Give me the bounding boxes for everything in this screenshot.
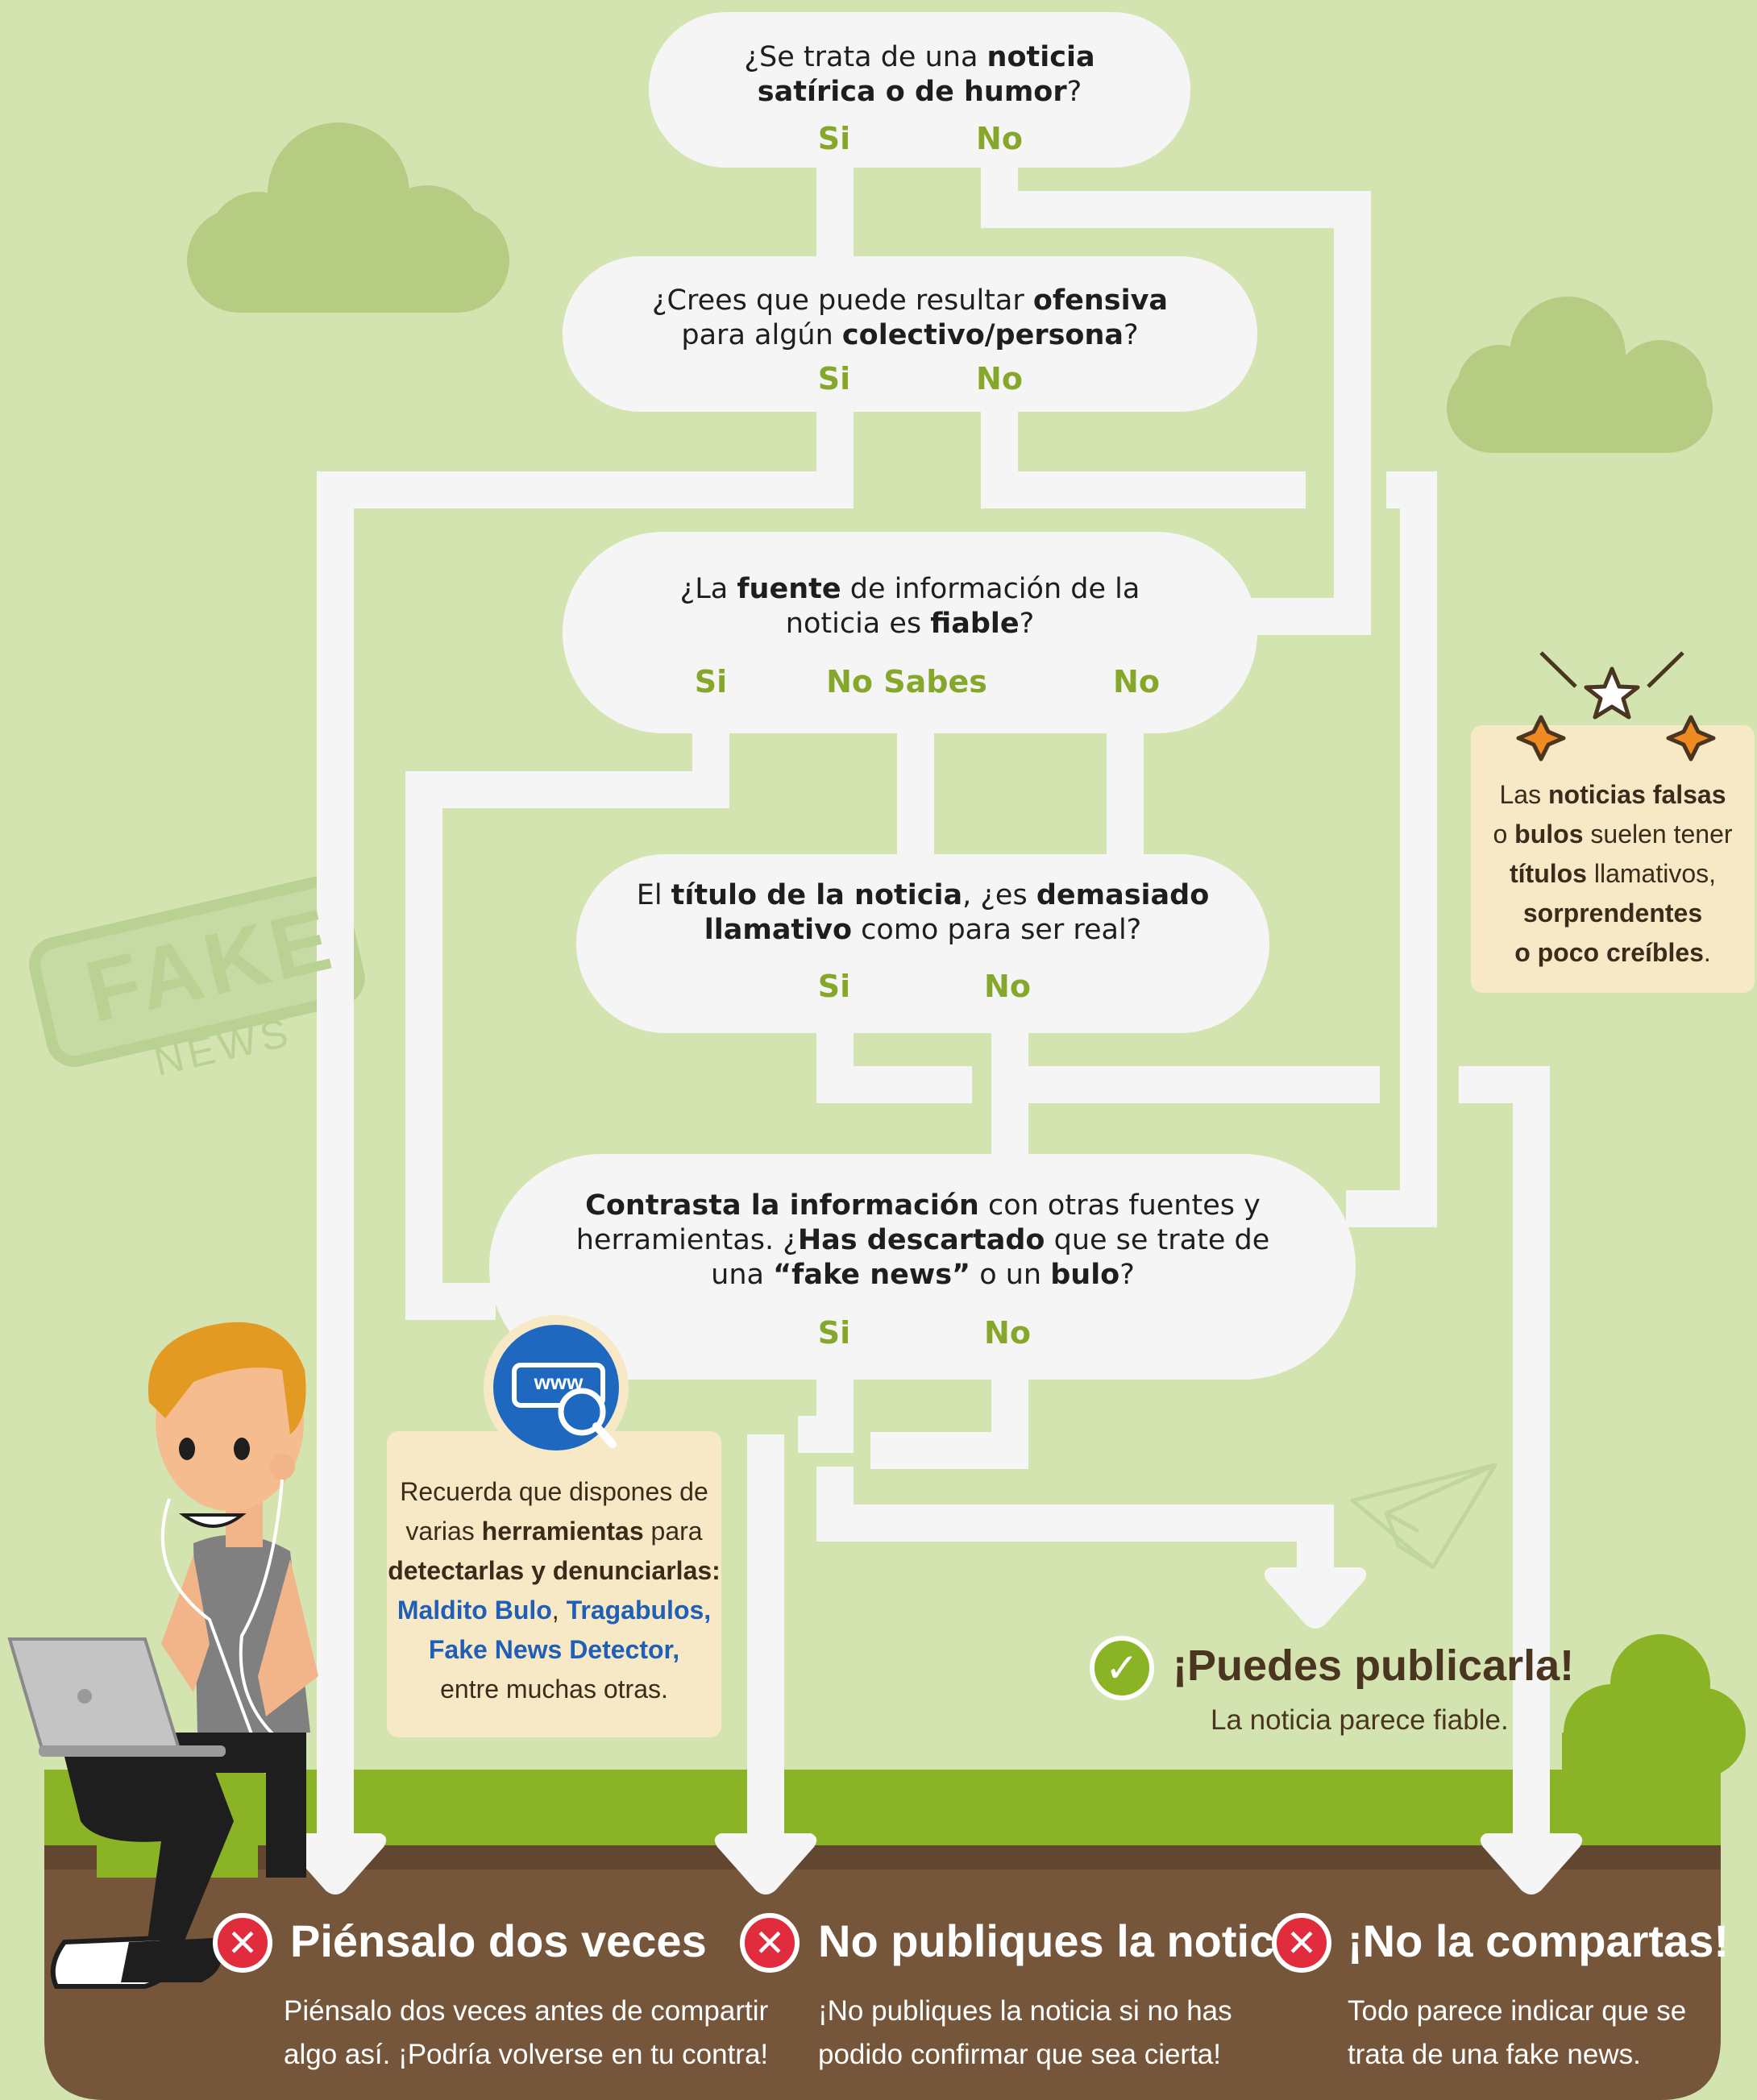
result-think-title: Piénsalo dos veces — [290, 1915, 707, 1966]
option-offensive-no[interactable]: No — [976, 361, 1023, 396]
soil — [44, 1845, 1721, 2100]
result-dont-share-desc: Todo parece indicar que se trata de una … — [1348, 1995, 1687, 2070]
paper-plane-icon — [1350, 1463, 1497, 1570]
cloud-right — [1447, 297, 1713, 453]
tool-link-maldito-bulo[interactable]: Maldito Bulo — [397, 1596, 552, 1625]
check-icon: ✓ — [1090, 1636, 1154, 1700]
option-contrast-no[interactable]: No — [984, 1315, 1031, 1351]
question-headline: El título de la noticia, ¿es demasiado l… — [636, 879, 1210, 946]
option-headline-no[interactable]: No — [984, 969, 1031, 1004]
option-source-unknown[interactable]: No Sabes — [826, 664, 987, 699]
result-publish-desc: La noticia parece fiable. — [1211, 1704, 1509, 1736]
option-offensive-yes[interactable]: Si — [817, 361, 851, 396]
result-publish-title: ¡Puedes publicarla! — [1173, 1641, 1575, 1690]
question-pills — [489, 12, 1356, 1380]
result-dont-publish-desc: ¡No publiques la noticia si no has podid… — [818, 1995, 1232, 2070]
tools-note-box — [387, 1315, 721, 1737]
close-icon: ✕ — [213, 1913, 272, 1973]
question-satire: ¿Se trata de una noticia satírica o de h… — [744, 41, 1095, 108]
flow-paths — [317, 153, 1550, 1861]
option-satire-yes[interactable]: Si — [817, 121, 851, 156]
close-icon: ✕ — [1272, 1913, 1331, 1973]
flow-arrows — [284, 1567, 1583, 1895]
question-offensive: ¿Crees que puede resultar ofensiva para … — [651, 284, 1169, 351]
side-note-box — [1471, 651, 1755, 993]
person-illustration — [7, 1322, 318, 1989]
question-source: ¿La fuente de información de la noticia … — [679, 573, 1140, 640]
tool-link-tragabulos[interactable]: Tragabulos — [566, 1596, 704, 1625]
result-dont-publish-title: No publiques la noticia — [818, 1915, 1312, 1966]
option-headline-yes[interactable]: Si — [817, 969, 851, 1004]
option-contrast-yes[interactable]: Si — [817, 1315, 851, 1351]
side-note-text: Las noticias falsas o bulos suelen tener… — [1493, 780, 1733, 967]
tool-link-fake-news-detector[interactable]: Fake News Detector — [428, 1635, 673, 1664]
option-satire-no[interactable]: No — [976, 121, 1023, 156]
result-dont-share-title: ¡No la compartas! — [1348, 1915, 1729, 1966]
option-source-yes[interactable]: Si — [694, 664, 728, 699]
tools-note-text: Recuerda que dispones de varias herramie… — [388, 1477, 721, 1704]
option-source-no[interactable]: No — [1113, 664, 1160, 699]
result-think-desc: Piénsalo dos veces antes de compartir al… — [284, 1995, 769, 2070]
www-search-icon: www — [534, 1370, 584, 1394]
cloud-left — [187, 122, 509, 313]
question-contrast: Contrasta la información con otras fuent… — [575, 1189, 1270, 1291]
close-icon: ✕ — [740, 1913, 800, 1973]
